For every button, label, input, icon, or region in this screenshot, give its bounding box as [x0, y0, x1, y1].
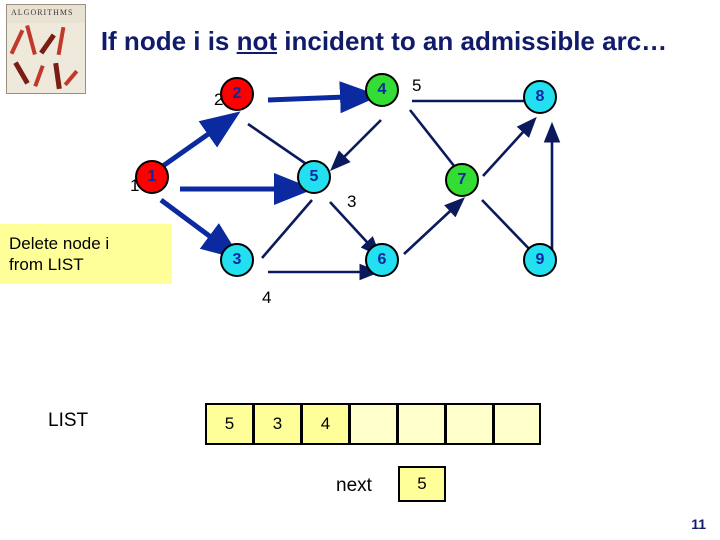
distance-label-node-3: 4 [262, 288, 272, 307]
distance-label-node-1: 1 [130, 176, 140, 195]
page-number: 11 [691, 516, 706, 532]
next-label: next [336, 475, 372, 496]
distance-label-node-4: 5 [412, 76, 422, 95]
list-cell-5 [445, 403, 493, 445]
list-cell-0: 5 [205, 403, 253, 445]
graph-node-8: 8 [523, 80, 557, 114]
list-cell-6 [493, 403, 541, 445]
book-cover-image: ALGORITHMS [6, 4, 86, 94]
graph-node-7: 7 [445, 163, 479, 197]
graph-node-1: 1 [135, 160, 169, 194]
book-cover-art [7, 23, 85, 93]
delete-node-callout: Delete node i from LIST [0, 224, 172, 284]
page-title: If node i is not incident to an admissib… [74, 26, 694, 57]
title-post: incident to an admissible arc… [277, 26, 668, 56]
list-cell-4 [397, 403, 445, 445]
distance-label-node-2: 2 [214, 90, 224, 109]
list-cell-1: 3 [253, 403, 301, 445]
graph-node-3: 3 [220, 243, 254, 277]
list-cell-3 [349, 403, 397, 445]
book-cover-band [7, 5, 85, 23]
distance-label-node-5: 3 [347, 192, 357, 211]
graph-node-2: 2 [220, 77, 254, 111]
delete-callout-line1: Delete node i [9, 234, 110, 253]
delete-callout-line2: from LIST [9, 255, 84, 274]
title-underlined: not [236, 26, 278, 56]
graph-node-6: 6 [365, 243, 399, 277]
graph-node-9: 9 [523, 243, 557, 277]
graph-node-4: 4 [365, 73, 399, 107]
next-value-cell: 5 [398, 466, 446, 502]
title-pre: If node i is [100, 26, 237, 56]
graph-node-5: 5 [297, 160, 331, 194]
list-label: LIST [48, 410, 89, 431]
list-cell-2: 4 [301, 403, 349, 445]
book-cover-title: ALGORITHMS [11, 8, 74, 17]
